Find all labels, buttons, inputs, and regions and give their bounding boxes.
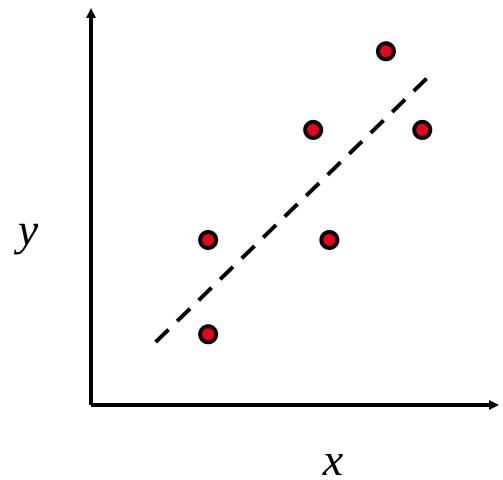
- data-point-5: [375, 41, 396, 62]
- x-axis-label: x: [322, 434, 344, 480]
- data-point-6: [412, 119, 433, 140]
- data-point-1: [198, 324, 219, 345]
- data-point-4: [319, 229, 340, 250]
- y-axis-label: y: [14, 204, 39, 255]
- trend-line: [154, 69, 436, 344]
- data-point-2: [198, 229, 219, 250]
- data-points: [198, 41, 433, 345]
- data-point-3: [303, 119, 324, 140]
